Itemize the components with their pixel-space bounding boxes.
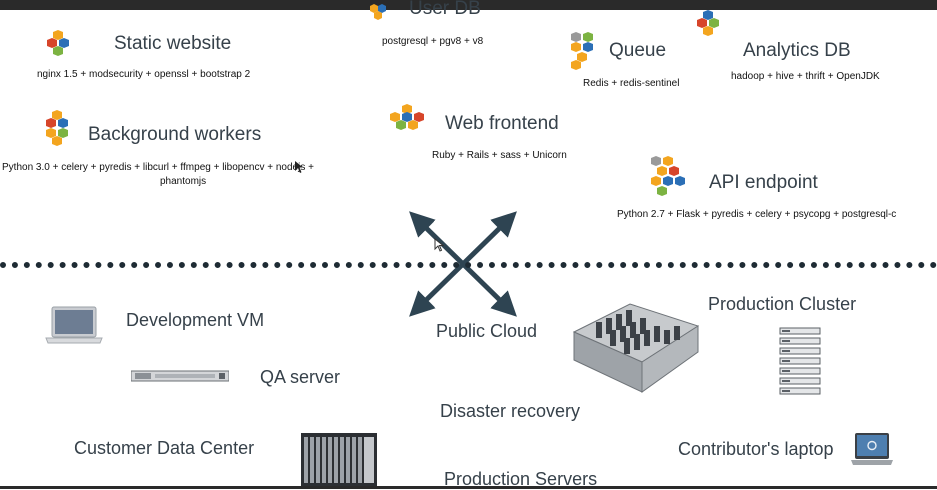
user-db-title: User DB [409,0,481,19]
qa-server-label: QA server [260,367,341,387]
dotted-separator [0,262,937,268]
web-frontend-stack: Ruby + Rails + sass + Unicorn [432,150,567,161]
cluster-servers-icon [778,326,822,398]
analytics-db-stack: hadoop + hive + thrift + OpenJDK [731,71,880,82]
background-workers-hexagon-icon [42,110,72,150]
cross-arrows-icon [404,208,522,320]
laptop-icon [851,432,893,468]
production-cluster-label: Production Cluster [708,294,857,314]
customer-data-center-label: Customer Data Center [74,438,255,458]
background-workers-stack-line2: phantomjs [160,176,207,187]
mouse-cursor-icon [294,160,304,174]
blade-server-icon [301,433,377,487]
public-cloud-label: Public Cloud [436,321,538,341]
production-servers-label: Production Servers [444,469,598,489]
user-db-stack: postgresql + pgv8 + v8 [382,36,484,47]
contributors-laptop-label: Contributor's laptop [678,439,834,459]
web-frontend-hexagon-icon [386,104,426,136]
queue-hexagon-icon [568,30,600,72]
static-website-hexagon-icon [42,30,74,60]
web-frontend-title: Web frontend [445,113,559,134]
api-endpoint-title: API endpoint [709,172,818,193]
rack-server-icon [131,369,229,383]
static-website-title: Static website [114,33,232,54]
top-border [0,0,937,10]
analytics-db-title: Analytics DB [743,40,851,61]
static-website-stack: nginx 1.5 + modsecurity + openssl + boot… [37,69,251,80]
api-endpoint-hexagon-icon [647,156,687,200]
disaster-recovery-label: Disaster recovery [440,401,581,421]
background-workers-title: Background workers [88,124,262,145]
background-workers-stack-line1: Python 3.0 + celery + pyredis + libcurl … [2,162,314,173]
analytics-db-hexagon-icon [693,10,723,40]
mouse-cursor-icon [434,238,444,252]
development-vm-label: Development VM [126,310,265,330]
api-endpoint-stack: Python 2.7 + Flask + pyredis + celery + … [617,209,897,220]
queue-stack: Redis + redis-sentinel [583,78,680,89]
datacenter-icon [566,302,700,394]
laptop-icon [44,305,104,345]
user-db-hexagon-icon [364,0,390,20]
queue-title: Queue [609,40,667,61]
bottom-border [0,486,937,489]
